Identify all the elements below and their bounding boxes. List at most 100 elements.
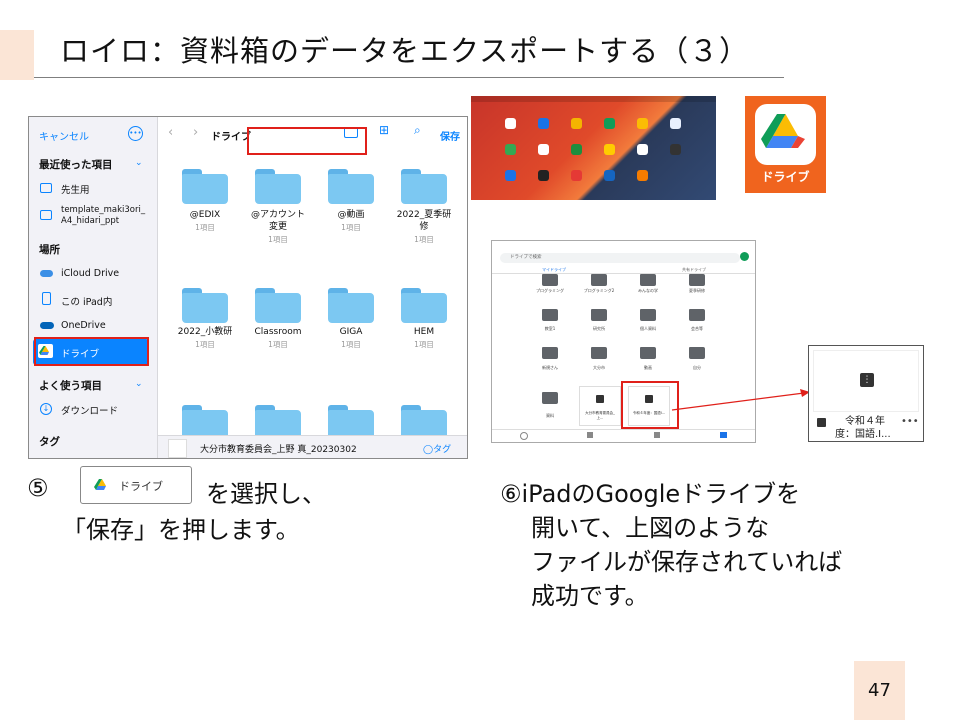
drive-search-bar[interactable] bbox=[500, 253, 740, 263]
tag-button[interactable]: ◯タグ bbox=[423, 445, 452, 455]
sidebar-item-icloud[interactable]: iCloud Drive bbox=[61, 268, 120, 279]
folder-icon[interactable] bbox=[542, 274, 558, 286]
files-app-screenshot: キャンセル ••• 最近使った項目 ⌄ 先生用 template_maki3or… bbox=[28, 116, 468, 459]
sidebar-item-template-2: A4_hidari_ppt bbox=[61, 216, 120, 226]
search-icon[interactable]: ⌕ bbox=[414, 123, 421, 137]
folder-icon[interactable] bbox=[328, 405, 374, 440]
shared-nav-icon[interactable] bbox=[654, 432, 660, 438]
home-nav-icon[interactable] bbox=[520, 432, 528, 440]
chevron-down-icon[interactable]: ⌄ bbox=[135, 158, 143, 168]
files-main-area: ‹ › ドライブ ⊞ ⌕ 保存 @EDIX 1項目 @アカウント 変更 1項目 … bbox=[158, 117, 467, 458]
app-icon[interactable] bbox=[670, 144, 681, 155]
app-icon[interactable] bbox=[505, 170, 516, 181]
step5-line2: 「保存」を押します。 bbox=[62, 516, 300, 544]
app-icon[interactable] bbox=[571, 144, 582, 155]
folder-icon[interactable] bbox=[255, 288, 301, 323]
more-options-icon[interactable]: ••• bbox=[901, 416, 919, 427]
tab-my-drive[interactable]: マイドライブ bbox=[542, 267, 566, 272]
folder-icon[interactable] bbox=[255, 169, 301, 204]
avatar[interactable] bbox=[740, 252, 749, 261]
app-icon[interactable] bbox=[538, 118, 549, 129]
sidebar-item-ipad[interactable]: この iPad内 bbox=[61, 297, 113, 308]
more-icon[interactable]: ••• bbox=[128, 126, 143, 141]
folder-icon[interactable] bbox=[689, 347, 705, 359]
sidebar-item-downloads[interactable]: ダウンロード bbox=[61, 406, 119, 417]
folder-icon[interactable] bbox=[542, 309, 558, 321]
starred-nav-icon[interactable] bbox=[587, 432, 593, 438]
folder-count: 1項目 bbox=[268, 340, 288, 349]
page-number-box bbox=[854, 661, 905, 720]
folder-count: 1項目 bbox=[195, 223, 215, 232]
folder-icon[interactable] bbox=[401, 288, 447, 323]
tab-shared-drive[interactable]: 共有ドライブ bbox=[682, 267, 706, 272]
app-icon[interactable] bbox=[637, 118, 648, 129]
ipad-icon bbox=[42, 292, 51, 305]
chevron-down-icon[interactable]: ⌄ bbox=[135, 379, 143, 389]
file-type-icon bbox=[817, 418, 826, 427]
folder-icon[interactable] bbox=[591, 309, 607, 321]
folder-icon[interactable] bbox=[182, 288, 228, 323]
app-icon[interactable] bbox=[571, 170, 582, 181]
grid-view-icon[interactable]: ⊞ bbox=[379, 123, 390, 137]
folder-label: 夏季研修 bbox=[689, 288, 705, 293]
sidebar-item-onedrive[interactable]: OneDrive bbox=[61, 320, 106, 331]
bottom-nav-divider bbox=[492, 429, 755, 430]
folder-icon[interactable] bbox=[401, 405, 447, 440]
file-card-new[interactable]: 令和４年度：国語I... bbox=[628, 386, 670, 426]
folder-label: 会合等 bbox=[691, 326, 703, 331]
highlight-drive bbox=[34, 337, 149, 366]
folder-icon[interactable] bbox=[542, 347, 558, 359]
folder-name: @アカウント bbox=[250, 210, 305, 220]
app-icon[interactable] bbox=[637, 170, 648, 181]
folder-icon bbox=[40, 183, 52, 193]
folder-icon[interactable] bbox=[640, 347, 656, 359]
folder-icon[interactable] bbox=[401, 169, 447, 204]
google-drive-icon bbox=[38, 344, 53, 358]
folder-icon[interactable] bbox=[182, 169, 228, 204]
app-icon[interactable] bbox=[604, 118, 615, 129]
folder-icon[interactable] bbox=[591, 347, 607, 359]
path-title: ドライブ bbox=[211, 132, 251, 143]
icloud-icon bbox=[40, 270, 53, 277]
folder-label: 教室1 bbox=[544, 326, 556, 331]
folder-icon[interactable] bbox=[255, 405, 301, 440]
files-nav-icon[interactable] bbox=[720, 432, 727, 438]
filename-field[interactable]: 大分市教育委員会_上野 真_20230302 bbox=[200, 445, 357, 455]
google-drive-icon bbox=[94, 479, 106, 490]
app-icon[interactable] bbox=[571, 118, 582, 129]
app-icon[interactable] bbox=[604, 170, 615, 181]
app-icon[interactable] bbox=[670, 118, 681, 129]
folder-label: みんなの学 bbox=[638, 288, 658, 293]
status-bar bbox=[471, 96, 716, 102]
folder-icon[interactable] bbox=[328, 169, 374, 204]
app-icon[interactable] bbox=[538, 144, 549, 155]
folder-name: 2022_夏季研 bbox=[396, 210, 452, 220]
cancel-button[interactable]: キャンセル bbox=[39, 132, 89, 143]
folder-icon[interactable] bbox=[542, 392, 558, 404]
file-card[interactable]: 大分市教育委員会_上... bbox=[579, 386, 621, 426]
folder-icon[interactable] bbox=[640, 274, 656, 286]
app-icon[interactable] bbox=[505, 118, 516, 129]
folder-icon[interactable] bbox=[640, 309, 656, 321]
tag-button-label: タグ bbox=[433, 445, 452, 455]
back-icon[interactable]: ‹ bbox=[168, 125, 174, 140]
folder-icon[interactable] bbox=[328, 288, 374, 323]
sidebar-item-template[interactable]: template_maki3ori_ bbox=[61, 205, 146, 215]
app-icon[interactable] bbox=[538, 170, 549, 181]
file-thumbnail bbox=[168, 439, 187, 458]
app-icon[interactable] bbox=[637, 144, 648, 155]
step5-number: ⑤ bbox=[27, 474, 49, 502]
folder-icon[interactable] bbox=[591, 274, 607, 286]
folder-icon[interactable] bbox=[689, 309, 705, 321]
folder-icon[interactable] bbox=[182, 405, 228, 440]
folder-icon[interactable] bbox=[689, 274, 705, 286]
app-icon[interactable] bbox=[505, 144, 516, 155]
sidebar-item-teacher[interactable]: 先生用 bbox=[61, 185, 90, 196]
app-icon[interactable] bbox=[604, 144, 615, 155]
forward-icon[interactable]: › bbox=[193, 125, 199, 140]
drive-chip: ドライブ bbox=[80, 466, 192, 504]
file-type-icon bbox=[645, 395, 653, 403]
drive-app-tile bbox=[745, 96, 826, 193]
section-favorites: よく使う項目 bbox=[39, 380, 102, 392]
save-button[interactable]: 保存 bbox=[440, 132, 460, 143]
